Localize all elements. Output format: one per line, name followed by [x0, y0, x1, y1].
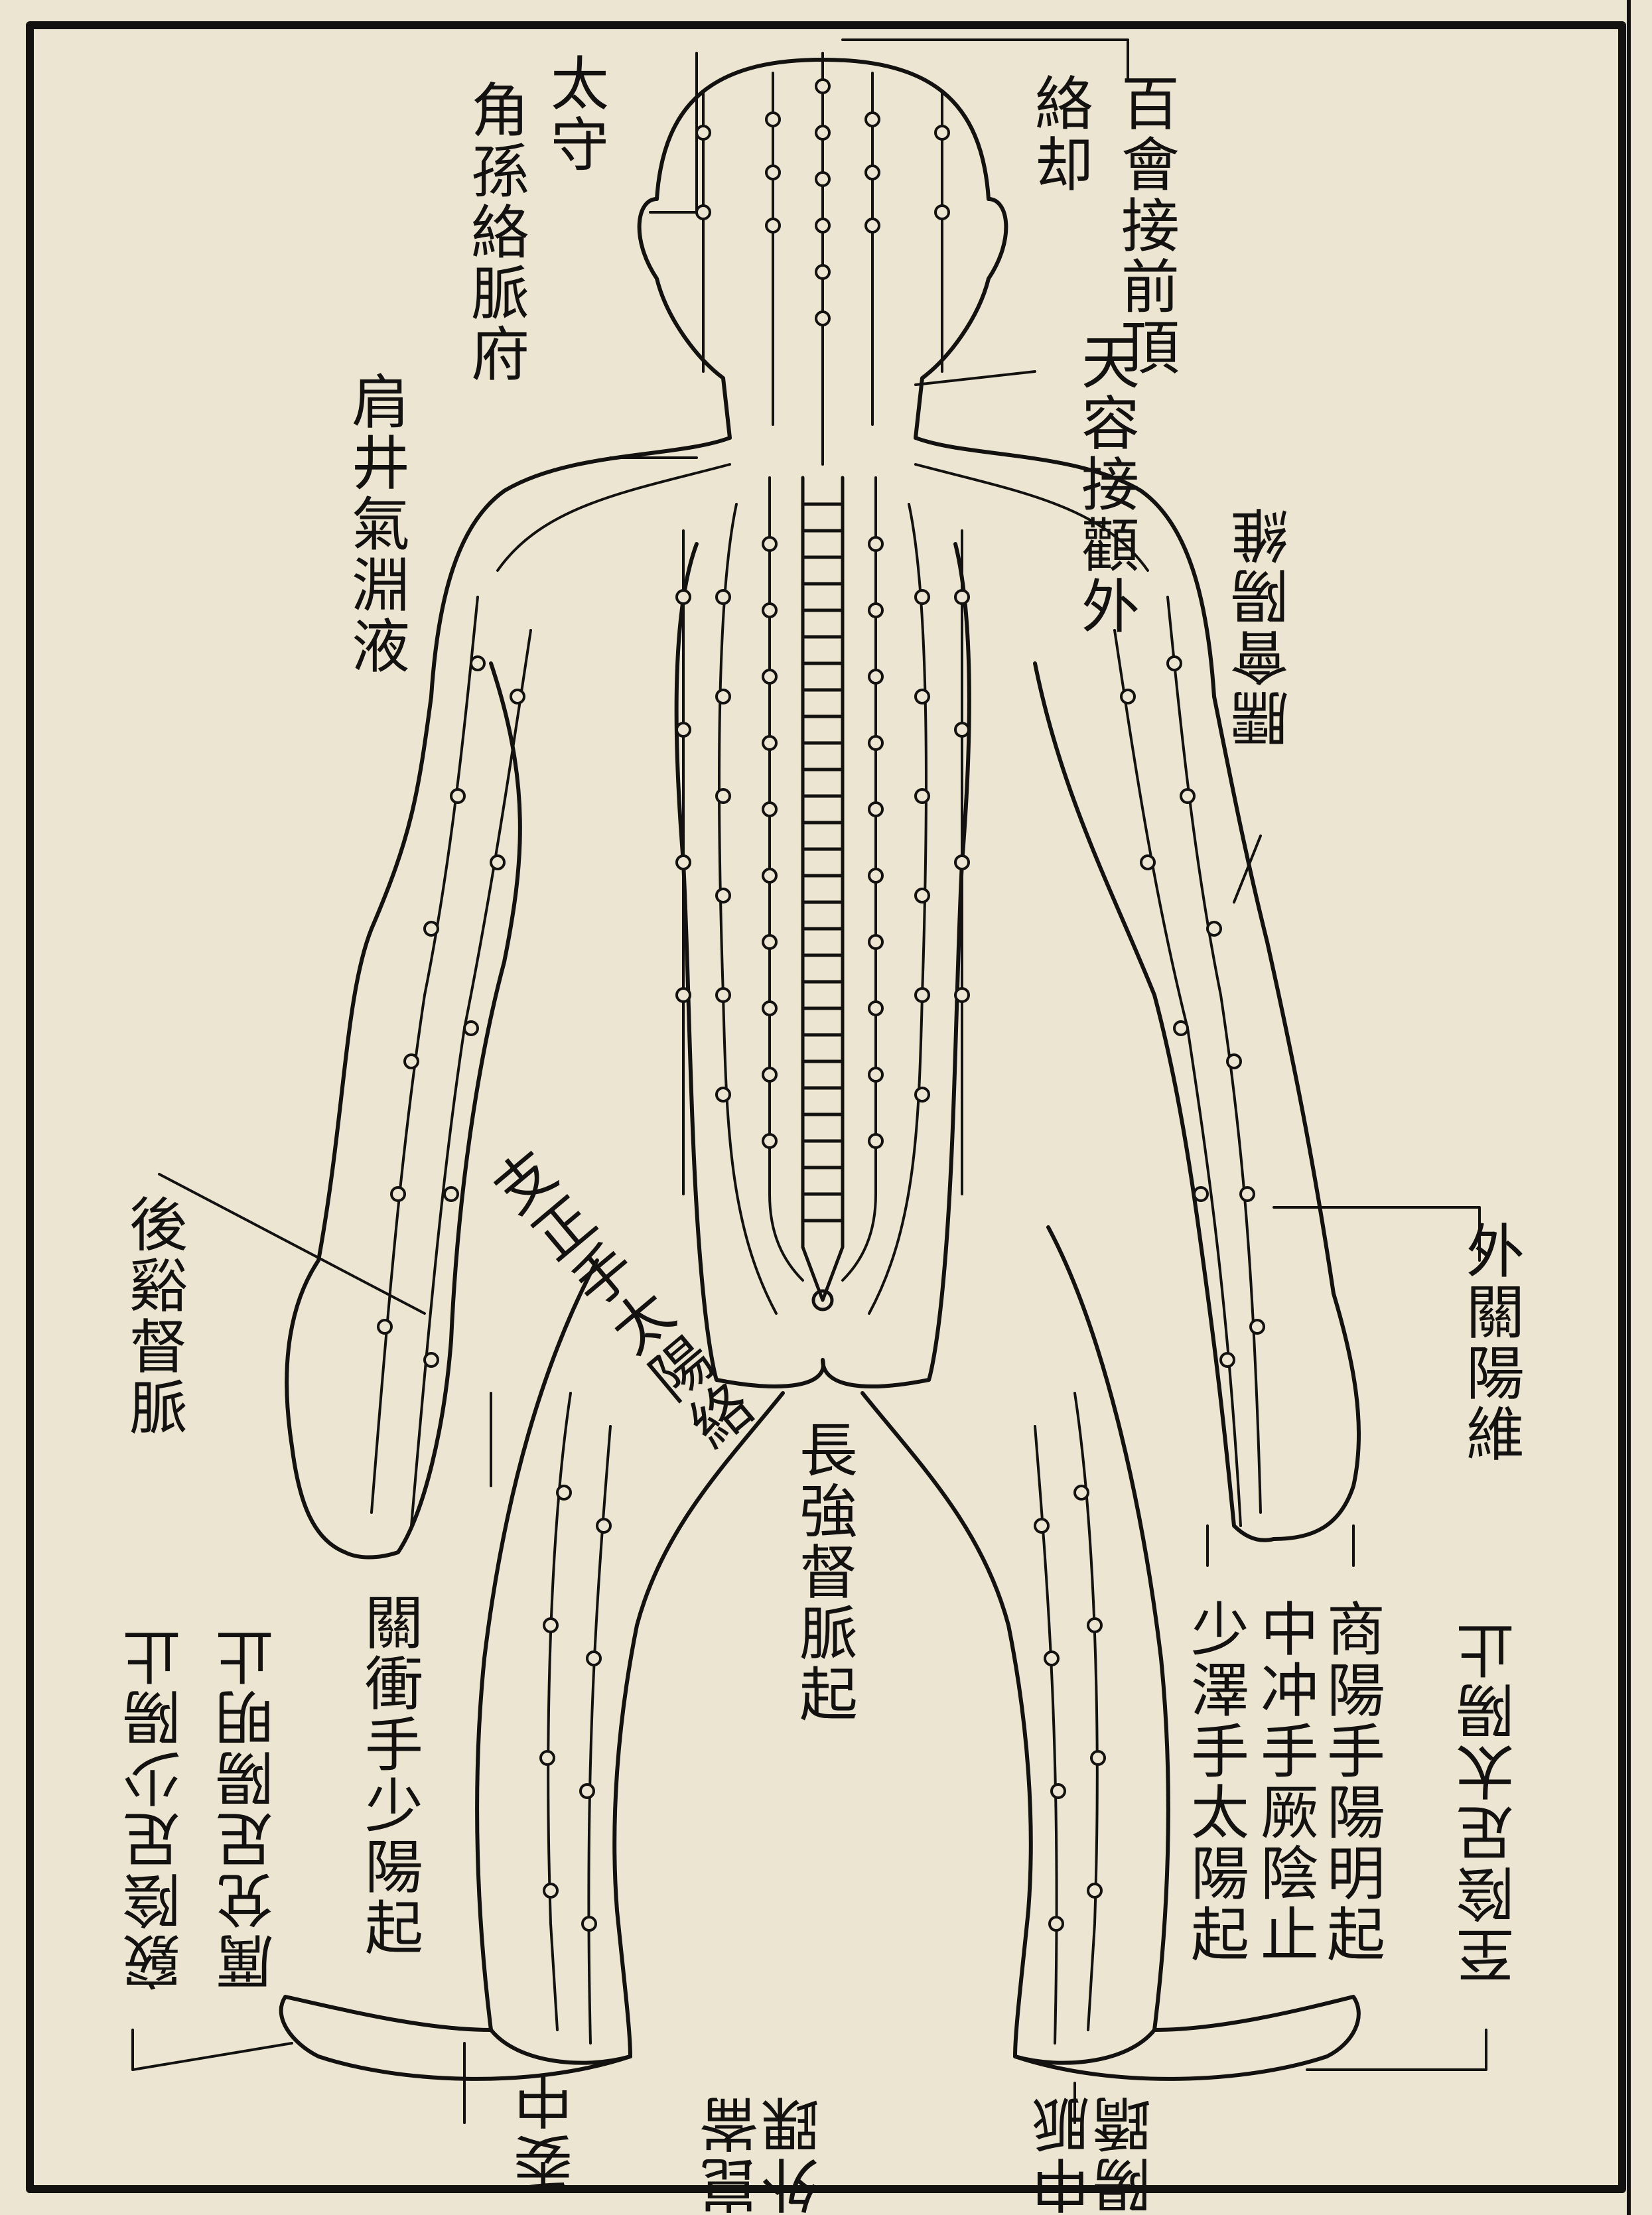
- label-luoque: 絡却: [1028, 73, 1089, 195]
- label-jiaosun: 角孫絡脈府: [464, 80, 525, 385]
- label-shangyang: 商陽手陽明起: [1320, 1599, 1381, 1965]
- label-changqiang: 長強督脈起: [793, 1420, 854, 1725]
- label-guanchong: 關衝手少陽起: [358, 1592, 419, 1958]
- label-taishou: 太守: [544, 53, 605, 175]
- label-naohui: 臑會陽維: [1234, 504, 1295, 748]
- label-qiaoyin: 竅陰足少陽止: [126, 1625, 187, 1991]
- label-kunlun: 崑崙外踝: [703, 2070, 826, 2215]
- label-zhongchong: 中冲手厥陰止: [1254, 1599, 1315, 1965]
- label-jianjing: 肩井氣淵液: [345, 371, 406, 677]
- label-waiguan: 外關陽維: [1460, 1221, 1521, 1465]
- label-shenmai: 申脈陽蹻: [1035, 2070, 1158, 2215]
- label-zhiyin: 至陰足太陽止: [1460, 1619, 1521, 1985]
- label-weizhong: 委中: [517, 2070, 579, 2192]
- label-shaoze: 少澤手太陽起: [1184, 1599, 1245, 1965]
- spine: [803, 478, 843, 1309]
- label-tianrong: 天容接顴外: [1075, 332, 1136, 637]
- label-houxi: 後谿督脈: [123, 1194, 184, 1438]
- label-lidui: 厲兌足陽明止: [219, 1625, 280, 1991]
